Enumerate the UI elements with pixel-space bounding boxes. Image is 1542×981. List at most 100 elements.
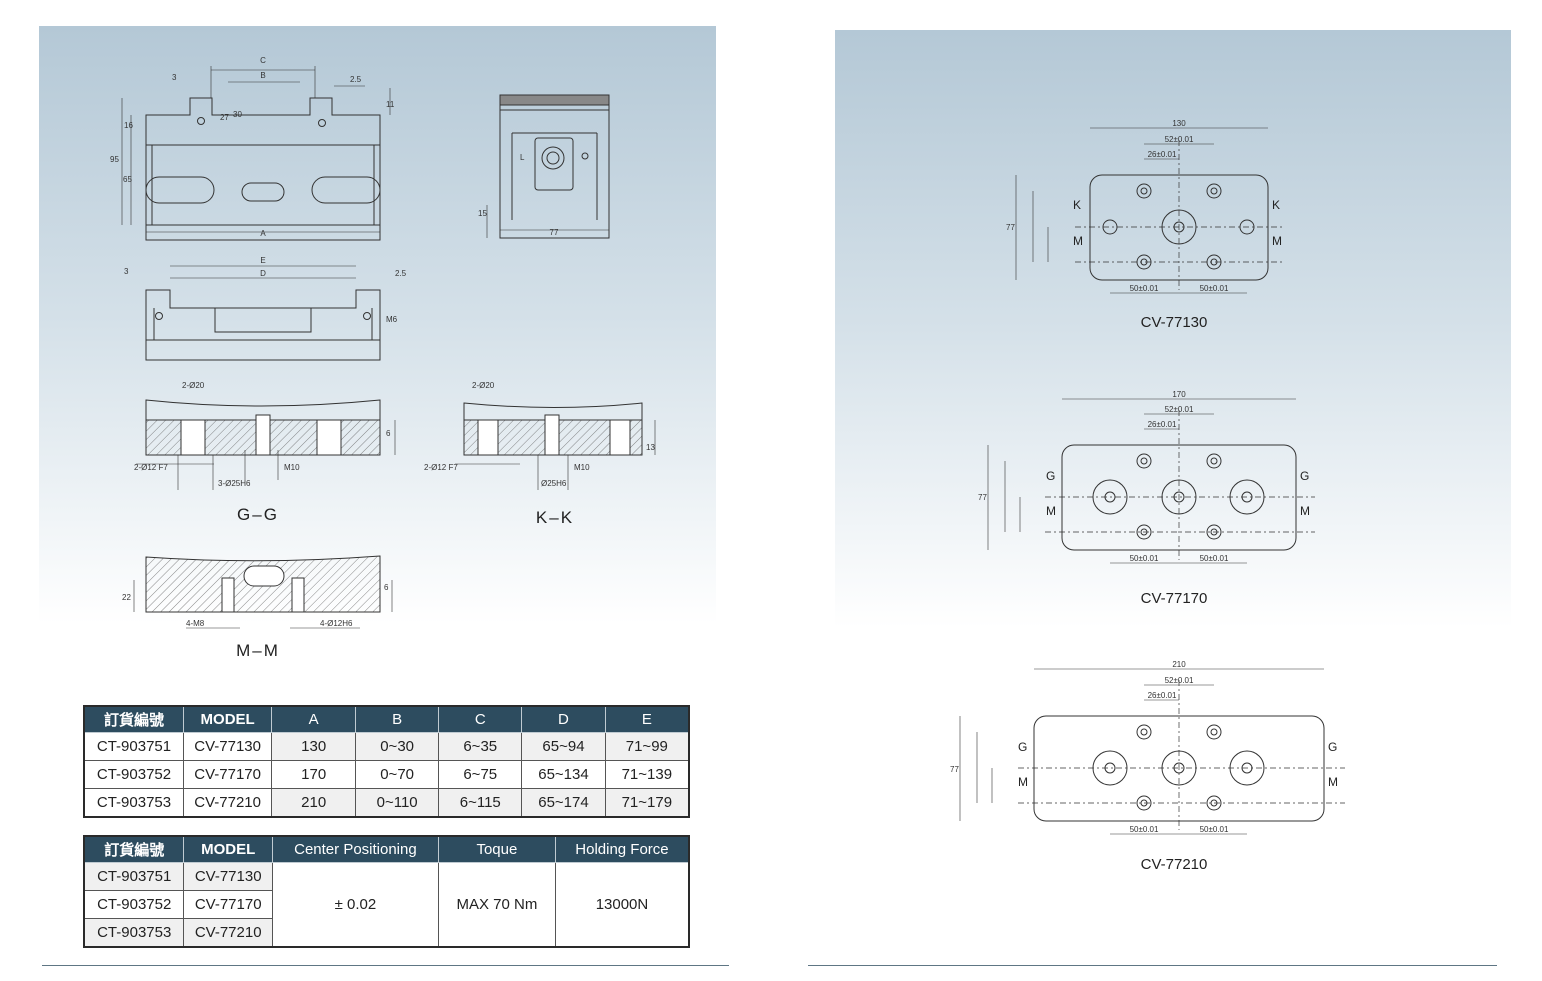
- cv77170-mark-m-right: M: [1300, 504, 1310, 518]
- dim-e: E: [260, 256, 265, 265]
- mm-dim-1: 4-M8: [186, 619, 205, 628]
- dimension-spec-table: 訂貨編號 MODEL A B C D E CT-903751 CV-77130 …: [83, 705, 690, 818]
- cv77170-mark-g-left: G: [1046, 469, 1055, 483]
- mid-view-drawing: [145, 265, 381, 361]
- dim-65: 65: [123, 175, 132, 184]
- cv77170-mark-g-right: G: [1300, 469, 1309, 483]
- cv77130-caption: CV-77130: [1141, 314, 1208, 331]
- cv77130-mark-k-right: K: [1272, 198, 1280, 212]
- mm-dim-4: 6: [384, 583, 389, 592]
- cell-order-no: CT-903753: [83, 918, 185, 948]
- table-header-row: 訂貨編號 MODEL A B C D E: [83, 705, 690, 733]
- dim-77-side: 77: [550, 228, 559, 237]
- cv77130-plan-drawing: [1015, 127, 1285, 294]
- cv77210-mark-m-left: M: [1018, 775, 1028, 789]
- dim-a: A: [260, 229, 266, 238]
- cv77130-mark-k-left: K: [1073, 198, 1081, 212]
- dim-27: 27: [220, 113, 229, 122]
- cv77130-mark-m-right: M: [1272, 234, 1282, 248]
- cv77210-caption: CV-77210: [1141, 856, 1208, 873]
- section-label-gg: G–G: [237, 505, 279, 524]
- col-header-c: C: [438, 705, 523, 733]
- cv77170-mark-m-left: M: [1046, 504, 1056, 518]
- dim-16: 16: [124, 121, 133, 130]
- top-view-drawing: [121, 66, 391, 241]
- col-header-d: D: [521, 705, 606, 733]
- cv77210-mark-m-right: M: [1328, 775, 1338, 789]
- mm-dim-3: 22: [122, 593, 131, 602]
- cell-d: 65~94: [521, 732, 606, 761]
- col-header-b: B: [355, 705, 440, 733]
- cv77170-caption: CV-77170: [1141, 590, 1208, 607]
- gg-dim-5: 6: [386, 429, 391, 438]
- col-header-a: A: [271, 705, 357, 733]
- gg-section-drawing: [136, 399, 396, 490]
- col-header-holding-force: Holding Force: [554, 835, 690, 863]
- right-drawing-panel: [835, 30, 1511, 628]
- cell-model: CV-77210: [183, 918, 273, 948]
- cv77210-d50-left: 50±0.01: [1130, 825, 1159, 834]
- dim-3: 3: [172, 73, 177, 82]
- dim-d: D: [260, 269, 266, 278]
- cv77170-d50-right: 50±0.01: [1200, 554, 1229, 563]
- left-technical-drawings: C B A 3 2.5 11 16 27 30 95 65 77 15 L E …: [110, 56, 656, 660]
- dim-m6: M6: [386, 315, 398, 324]
- kk-dim-1: 2-Ø20: [472, 381, 495, 390]
- cv77210-d26: 26±0.01: [1148, 691, 1177, 700]
- cv77130-mark-m-left: M: [1073, 234, 1083, 248]
- dim-l: L: [520, 153, 525, 162]
- mm-section-drawing: [133, 555, 393, 629]
- cell-model: CV-77210: [182, 788, 273, 818]
- gg-dim-1: 2-Ø20: [182, 381, 205, 390]
- cell-b: 0~110: [355, 788, 440, 818]
- cell-model: CV-77130: [183, 862, 273, 891]
- cv77170-d50-left: 50±0.01: [1130, 554, 1159, 563]
- cv77130-d77: 77: [1006, 223, 1015, 232]
- cell-e: 71~139: [604, 760, 690, 789]
- dim-c: C: [260, 56, 266, 65]
- cell-c: 6~35: [438, 732, 523, 761]
- table-row: CT-903751 CV-77130 130 0~30 6~35 65~94 7…: [83, 732, 690, 761]
- section-label-kk: K–K: [536, 508, 574, 527]
- dim-30: 30: [233, 110, 242, 119]
- cell-a: 170: [271, 760, 357, 789]
- cv77130-d50-right: 50±0.01: [1200, 284, 1229, 293]
- cell-d: 65~174: [521, 788, 606, 818]
- side-view-drawing: [486, 94, 610, 239]
- dim-2-5: 2.5: [350, 75, 362, 84]
- footer-rule-left: [42, 965, 729, 966]
- cv77170-plan-drawing: [987, 398, 1315, 564]
- kk-dim-3: Ø25H6: [541, 479, 567, 488]
- left-drawing-panel: [39, 26, 716, 624]
- cv77170-d52: 52±0.01: [1165, 405, 1194, 414]
- kk-dim-5: 13: [646, 443, 655, 452]
- cv77170-d77: 77: [978, 493, 987, 502]
- cell-order-no: CT-903752: [83, 890, 185, 919]
- performance-spec-table: 訂貨編號 MODEL Center Positioning Toque Hold…: [83, 835, 690, 948]
- cell-model: CV-77130: [182, 732, 273, 761]
- cell-order-no: CT-903752: [83, 760, 184, 789]
- cv77210-d50-right: 50±0.01: [1200, 825, 1229, 834]
- cell-center-positioning: ± 0.02: [271, 862, 439, 948]
- col-header-order-no: 訂貨編號: [83, 835, 185, 863]
- gg-dim-3: 3-Ø25H6: [218, 479, 251, 488]
- col-header-center-positioning: Center Positioning: [271, 835, 439, 863]
- table-row: CT-903752 CV-77170: [83, 890, 689, 919]
- table-header-row: 訂貨編號 MODEL Center Positioning Toque Hold…: [83, 835, 690, 863]
- dim-b: B: [260, 71, 265, 80]
- section-label-mm: M–M: [236, 641, 280, 660]
- kk-dim-4: M10: [574, 463, 590, 472]
- cell-c: 6~115: [438, 788, 523, 818]
- cell-e: 71~179: [604, 788, 690, 818]
- col-header-model: MODEL: [183, 835, 273, 863]
- cell-holding-force: 13000N: [554, 862, 690, 948]
- table-row: CT-903751 CV-77130 ± 0.02 MAX 70 Nm 1300…: [83, 862, 690, 948]
- col-header-e: E: [604, 705, 690, 733]
- dim-15: 15: [478, 209, 487, 218]
- cv77210-d52: 52±0.01: [1165, 676, 1194, 685]
- kk-section-drawing: [455, 402, 656, 490]
- cv77210-width: 210: [1172, 660, 1186, 669]
- cell-model: CV-77170: [183, 890, 273, 919]
- cell-a: 210: [271, 788, 357, 818]
- dim-11: 11: [386, 100, 395, 109]
